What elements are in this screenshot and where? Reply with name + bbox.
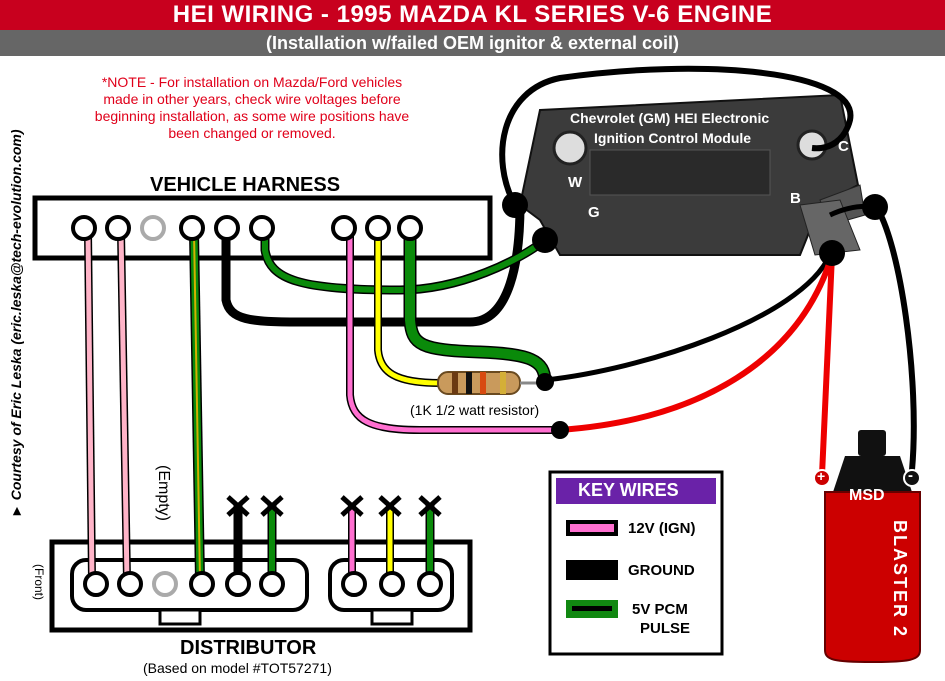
- coil-plus-label: +: [817, 468, 826, 484]
- wire-red-coil-plus: [559, 254, 835, 476]
- distributor-label: DISTRIBUTOR: [180, 637, 317, 659]
- credit-vertical: ► Courtesy of Eric Leska (eric.leska@tec…: [2, 80, 26, 520]
- key-panel: [548, 470, 724, 656]
- distributor-pins: [83, 571, 443, 597]
- coil-minus-label: -: [908, 467, 913, 484]
- wire-ground-resistor: [544, 253, 833, 383]
- key-item-ground: GROUND: [628, 562, 695, 579]
- module-label-line1: Chevrolet (GM) HEI Electronic: [570, 110, 770, 126]
- harness-pins: [71, 215, 423, 241]
- key-swatch-ground: [566, 560, 618, 580]
- terminal-g-label: G: [588, 204, 600, 221]
- credit-text: ► Courtesy of Eric Leska (eric.leska@tec…: [8, 129, 24, 518]
- page-title: HEI WIRING - 1995 MAZDA KL SERIES V-6 EN…: [0, 0, 945, 30]
- module-label-line2: Ignition Control Module: [594, 130, 752, 146]
- module-mount-hole-left: [552, 130, 588, 166]
- resistor-label: (1K 1/2 watt resistor): [410, 402, 540, 418]
- terminal-w-label: W: [568, 174, 583, 191]
- coil-model-label: BLASTER 2: [890, 520, 910, 639]
- coil-brand-label: MSD: [849, 487, 885, 504]
- distributor-key-left: [158, 608, 202, 626]
- empty-label: (Empty): [155, 465, 172, 521]
- resistor: [437, 371, 545, 395]
- key-item-ign: 12V (IGN): [628, 520, 696, 537]
- distributor-model-label: (Based on model #TOT57271): [143, 660, 332, 676]
- terminal-c-label: C: [838, 138, 849, 155]
- msd-blaster-coil: [813, 430, 921, 664]
- vehicle-harness-label: VEHICLE HARNESS: [150, 174, 341, 196]
- key-item-pulse-line2: PULSE: [640, 620, 691, 637]
- wire-ground-loop: [499, 65, 854, 207]
- distributor-key-right: [370, 608, 414, 626]
- key-item-pulse: 5V PCM: [632, 601, 688, 618]
- terminal-b-label: B: [790, 190, 801, 207]
- front-label: (Front): [32, 564, 46, 600]
- key-title: KEY WIRES: [578, 480, 679, 500]
- wire-ground-coil: [872, 203, 917, 471]
- page-subtitle: (Installation w/failed OEM ignitor & ext…: [0, 30, 945, 56]
- cut-marks: [226, 495, 442, 517]
- installation-note: *NOTE - For installation on Mazda/Ford v…: [94, 74, 410, 141]
- module-terminal-dots: [502, 192, 888, 439]
